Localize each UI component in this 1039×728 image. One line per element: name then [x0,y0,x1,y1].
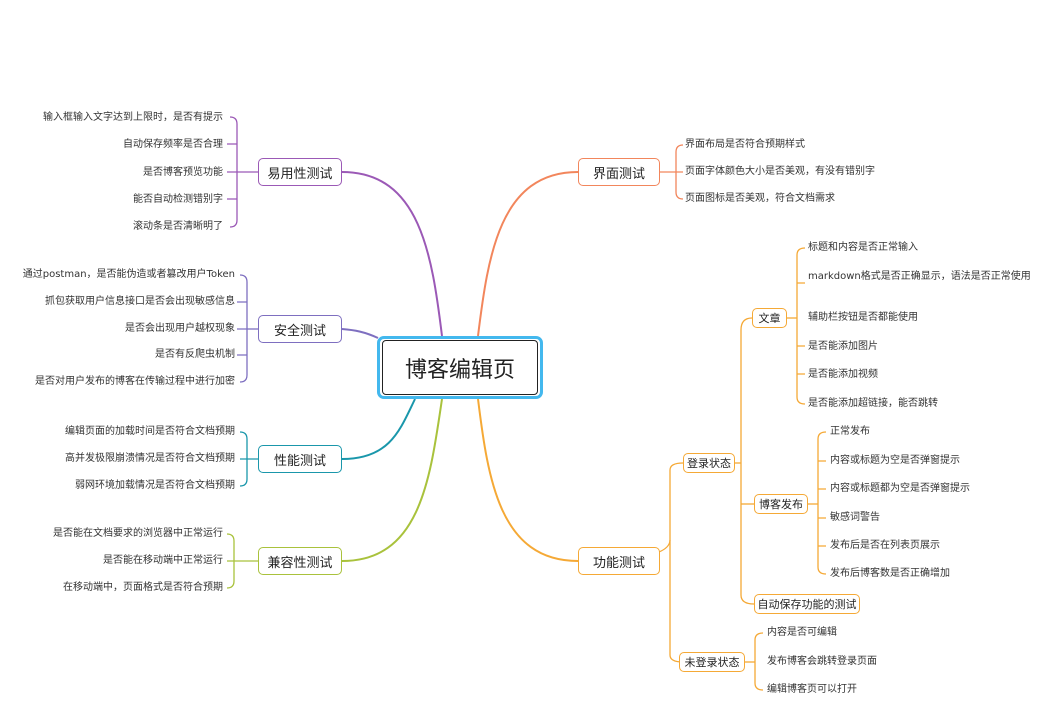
link-compatibility [341,398,443,562]
leaf-compatibility-1: 是否能在文档要求的浏览器中正常运行 [53,528,223,539]
leaf-publish-4: 敏感词警告 [830,512,880,523]
root-title: 博客编辑页 [382,340,538,395]
node-autosave[interactable]: 自动保存功能的测试 [754,594,860,614]
branch-function-label: 功能测试 [592,555,645,571]
leaf-logged-out-1: 内容是否可编辑 [767,627,837,638]
node-logged-out[interactable]: 未登录状态 [679,652,745,672]
leaf-logged-out-3: 编辑博客页可以打开 [767,684,857,695]
branch-compatibility-label: 兼容性测试 [267,555,333,571]
node-autosave-label: 自动保存功能的测试 [757,598,857,611]
leaf-security-5: 是否对用户发布的博客在传输过程中进行加密 [35,376,235,387]
link-ui [477,171,579,337]
leaf-security-3: 是否会出现用户越权现象 [125,323,235,334]
leaf-performance-3: 弱网环境加载情况是否符合文档预期 [75,480,235,491]
link-performance [341,398,416,460]
node-logged-in-label: 登录状态 [687,457,731,470]
leaf-ui-1: 界面布局是否符合预期样式 [685,139,805,150]
leaf-publish-1: 正常发布 [830,426,870,437]
leaf-usability-5: 滚动条是否清晰明了 [133,221,223,232]
leaf-security-2: 抓包获取用户信息接口是否会出现敏感信息 [45,296,235,307]
branch-function[interactable]: 功能测试 [578,547,660,575]
branch-usability[interactable]: 易用性测试 [258,158,342,186]
leaf-ui-2: 页面字体颜色大小是否美观，有没有错别字 [685,166,875,177]
leaf-article-2: markdown格式是否正确显示，语法是否正常使用 [808,271,1031,282]
leaf-logged-out-2: 发布博客会跳转登录页面 [767,656,877,667]
leaf-publish-3: 内容或标题都为空是否弹窗提示 [830,483,970,494]
link-security [341,328,379,339]
leaf-article-4: 是否能添加图片 [808,341,878,352]
leaf-article-6: 是否能添加超链接，能否跳转 [808,398,938,409]
leaf-compatibility-2: 是否能在移动端中正常运行 [103,555,223,566]
leaf-article-5: 是否能添加视频 [808,369,878,380]
branch-security[interactable]: 安全测试 [258,315,342,343]
branch-compatibility[interactable]: 兼容性测试 [258,547,342,575]
leaf-article-1: 标题和内容是否正常输入 [808,242,918,253]
leaf-publish-5: 发布后是否在列表页展示 [830,540,940,551]
branch-security-label: 安全测试 [273,323,326,339]
link-usability [341,171,443,337]
leaf-usability-4: 能否自动检测错别字 [133,194,223,205]
node-article[interactable]: 文章 [752,308,787,328]
leaf-usability-2: 自动保存频率是否合理 [123,139,223,150]
leaf-article-3: 辅助栏按钮是否都能使用 [808,312,918,323]
leaf-usability-1: 输入框输入文字达到上限时，是否有提示 [43,112,223,123]
leaf-publish-2: 内容或标题为空是否弹窗提示 [830,455,960,466]
branch-performance-label: 性能测试 [273,453,326,469]
leaf-security-1: 通过postman，是否能伪造或者篡改用户Token [22,269,235,280]
root-node[interactable]: 博客编辑页 [377,336,543,399]
leaf-usability-3: 是否博客预览功能 [143,167,223,178]
node-logged-out-label: 未登录状态 [684,656,740,669]
branch-ui-label: 界面测试 [592,166,645,182]
node-publish[interactable]: 博客发布 [754,494,808,514]
leaf-publish-6: 发布后博客数是否正确增加 [830,568,950,579]
leaf-ui-3: 页面图标是否美观，符合文档需求 [685,193,835,204]
leaf-performance-2: 高并发极限崩溃情况是否符合文档预期 [65,453,235,464]
node-logged-in[interactable]: 登录状态 [683,453,735,473]
leaf-performance-1: 编辑页面的加载时间是否符合文档预期 [65,426,235,437]
branch-usability-label: 易用性测试 [267,166,333,182]
node-publish-label: 博客发布 [759,498,803,511]
leaf-security-4: 是否有反爬虫机制 [155,349,235,360]
branch-ui[interactable]: 界面测试 [578,158,660,186]
branch-performance[interactable]: 性能测试 [258,445,342,473]
node-article-label: 文章 [758,312,781,325]
leaf-compatibility-3: 在移动端中，页面格式是否符合预期 [63,582,223,593]
link-function [477,398,579,562]
